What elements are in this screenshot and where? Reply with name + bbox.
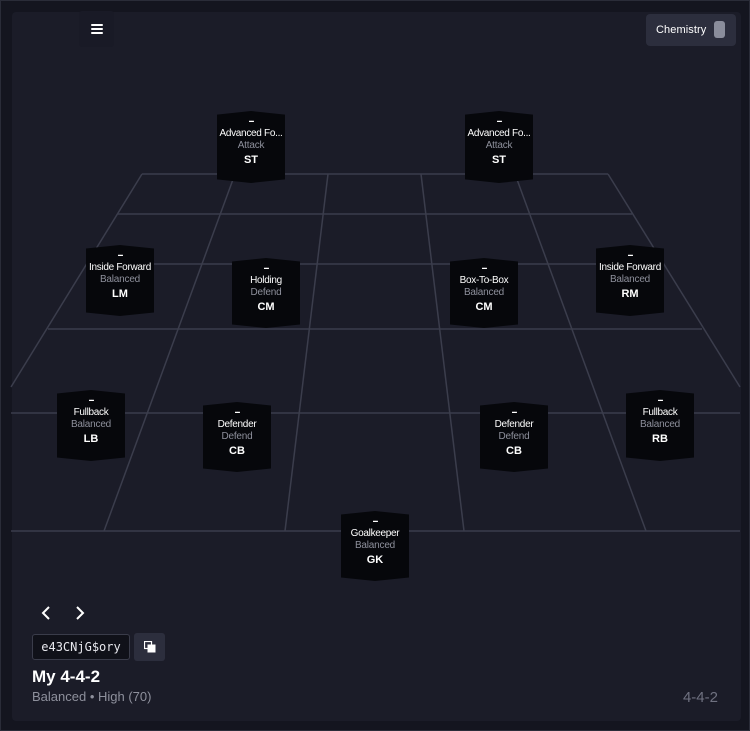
player-duty: Defend (221, 431, 253, 442)
player-position: CB (229, 445, 245, 457)
hamburger-menu-icon (90, 24, 103, 34)
player-card-st-left[interactable]: -- Advanced Fo... Attack ST (217, 111, 285, 183)
player-role: Holding (250, 275, 282, 286)
player-card-gk[interactable]: -- Goalkeeper Balanced GK (341, 511, 409, 581)
player-position: LB (83, 433, 99, 445)
player-card-cm-right[interactable]: -- Box-To-Box Balanced CM (450, 258, 518, 328)
player-position: CM (257, 301, 275, 313)
player-rating: -- (481, 263, 488, 274)
player-position: CM (475, 301, 493, 313)
chemistry-toggle-button[interactable]: Chemistry (646, 14, 736, 46)
player-position: RM (621, 288, 639, 300)
pitch-line (10, 173, 143, 388)
player-duty: Balanced (354, 540, 396, 551)
player-duty: Defend (498, 431, 530, 442)
player-duty: Balanced (463, 287, 505, 298)
menu-button[interactable] (79, 11, 114, 47)
player-duty: Defend (250, 287, 282, 298)
player-rating: -- (117, 250, 124, 261)
player-duty: Balanced (609, 274, 651, 285)
player-card-cm-left[interactable]: -- Holding Defend CM (232, 258, 300, 328)
chevron-right-icon (76, 606, 85, 620)
squad-panel (12, 12, 741, 721)
player-position: GK (366, 554, 384, 566)
player-duty: Attack (237, 140, 265, 151)
squad-meta: Balanced • High (70) (32, 689, 152, 704)
player-duty: Attack (485, 140, 513, 151)
player-rating: -- (234, 407, 241, 418)
chemistry-label: Chemistry (656, 24, 707, 36)
prev-formation-button[interactable] (36, 603, 56, 623)
player-card-rm[interactable]: -- Inside Forward Balanced RM (596, 245, 664, 316)
player-role: Goalkeeper (350, 528, 400, 539)
pitch-line (103, 173, 236, 532)
formation-label: 4-4-2 (682, 689, 718, 706)
player-role: Fullback (642, 407, 678, 418)
player-rating: -- (627, 250, 634, 261)
player-role: Defender (217, 419, 257, 430)
player-role: Fullback (73, 407, 109, 418)
player-rating: -- (657, 395, 664, 406)
player-rating: -- (88, 395, 95, 406)
copy-icon (143, 641, 155, 653)
player-position: ST (243, 154, 259, 166)
pitch-line (514, 173, 647, 532)
player-rating: -- (496, 116, 503, 127)
player-position: RB (652, 433, 668, 445)
player-role: Advanced Fo... (467, 128, 531, 139)
share-code-field[interactable]: e43CNjG$ory (32, 634, 130, 660)
player-card-lm[interactable]: -- Inside Forward Balanced LM (86, 245, 154, 316)
player-position: ST (491, 154, 507, 166)
player-role: Box-To-Box (459, 275, 509, 286)
pitch-line (607, 173, 741, 388)
player-rating: -- (511, 407, 518, 418)
player-card-cb-right[interactable]: -- Defender Defend CB (480, 402, 548, 472)
pitch-line (284, 173, 329, 532)
player-card-rb[interactable]: -- Fullback Balanced RB (626, 390, 694, 461)
toggle-switch-icon (714, 21, 725, 38)
player-role: Advanced Fo... (219, 128, 283, 139)
player-rating: -- (248, 116, 255, 127)
player-role: Defender (494, 419, 534, 430)
squad-name: My 4-4-2 (32, 667, 101, 686)
player-duty: Balanced (70, 419, 112, 430)
player-position: LM (112, 288, 128, 300)
player-card-cb-left[interactable]: -- Defender Defend CB (203, 402, 271, 472)
player-card-st-right[interactable]: -- Advanced Fo... Attack ST (465, 111, 533, 183)
player-role: Inside Forward (599, 262, 661, 273)
pitch-line (420, 173, 465, 532)
next-formation-button[interactable] (70, 603, 90, 623)
player-position: CB (506, 445, 522, 457)
copy-code-button[interactable] (134, 633, 165, 661)
player-card-lb[interactable]: -- Fullback Balanced LB (57, 390, 125, 461)
share-code-text: e43CNjG$ory (41, 640, 121, 654)
player-rating: -- (372, 516, 379, 527)
player-rating: -- (263, 263, 270, 274)
player-duty: Balanced (99, 274, 141, 285)
player-role: Inside Forward (89, 262, 151, 273)
chevron-left-icon (41, 606, 50, 620)
player-duty: Balanced (639, 419, 681, 430)
